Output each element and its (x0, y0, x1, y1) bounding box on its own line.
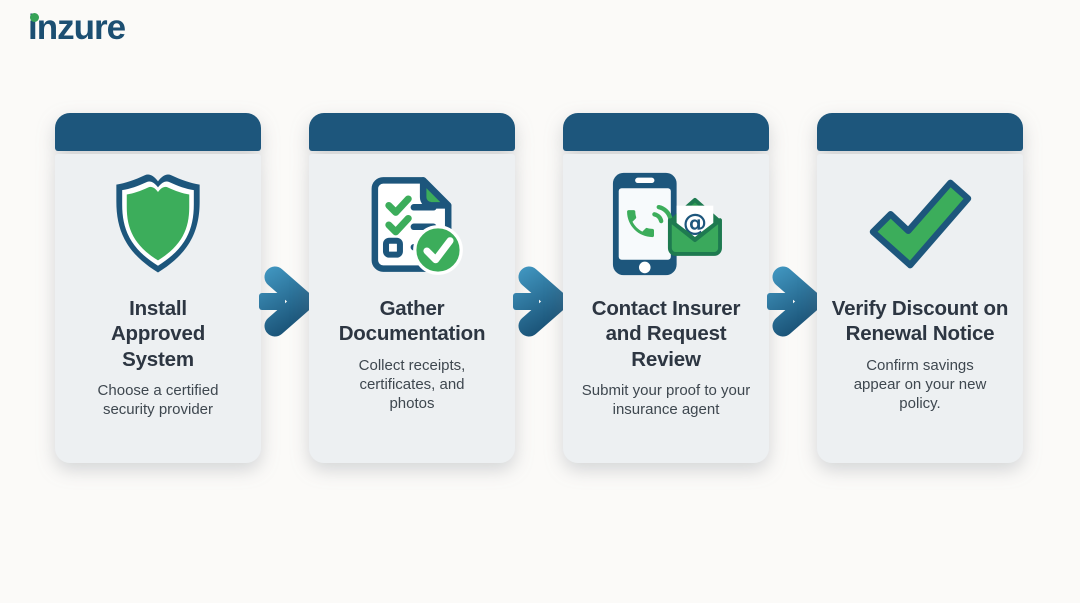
document-checklist-icon (371, 177, 463, 275)
arrow-right-icon (766, 265, 824, 338)
step-card-install-approved-system: Install Approved System Choose a certifi… (55, 113, 261, 463)
process-steps-row: Install Approved System Choose a certifi… (55, 113, 1023, 463)
brand-name: inzure (28, 8, 126, 47)
step-connector (261, 113, 309, 463)
step-card-gather-documentation: Gather Documentation Collect receipts, c… (309, 113, 515, 463)
step-title: Install Approved System (110, 297, 206, 371)
step-card-contact-insurer: @ Contact Insurer and Request Review Sub… (563, 113, 769, 463)
card-body: Verify Discount on Renewal Notice Confir… (817, 154, 1023, 463)
step-card-verify-discount: Verify Discount on Renewal Notice Confir… (817, 113, 1023, 463)
brand-logo: inzure (28, 8, 126, 47)
logo-green-dot-icon (30, 13, 39, 22)
icon-area (109, 154, 207, 294)
step-connector (769, 113, 817, 463)
arrow-right-icon (258, 265, 316, 338)
icon-area (864, 154, 976, 294)
card-body: Install Approved System Choose a certifi… (55, 154, 261, 463)
phone-email-icon: @ (612, 172, 722, 276)
card-header-bar (817, 113, 1023, 151)
step-title: Verify Discount on Renewal Notice (831, 297, 1009, 346)
shield-check-icon (116, 174, 200, 273)
icon-area (360, 154, 464, 294)
step-description: Choose a certified security provider (97, 382, 219, 419)
step-description: Submit your proof to your insurance agen… (581, 382, 751, 419)
step-title: Contact Insurer and Request Review (591, 297, 741, 371)
card-header-bar (55, 113, 261, 151)
checkmark-icon (869, 179, 972, 269)
card-header-bar (563, 113, 769, 151)
step-title: Gather Documentation (338, 297, 486, 346)
icon-area: @ (607, 154, 725, 294)
card-body: @ Contact Insurer and Request Review Sub… (563, 154, 769, 463)
card-body: Gather Documentation Collect receipts, c… (309, 154, 515, 463)
arrow-right-icon (512, 265, 570, 338)
step-connector (515, 113, 563, 463)
step-description: Collect receipts, certificates, and phot… (358, 356, 466, 412)
step-description: Confirm savings appear on your new polic… (853, 356, 987, 412)
card-header-bar (309, 113, 515, 151)
